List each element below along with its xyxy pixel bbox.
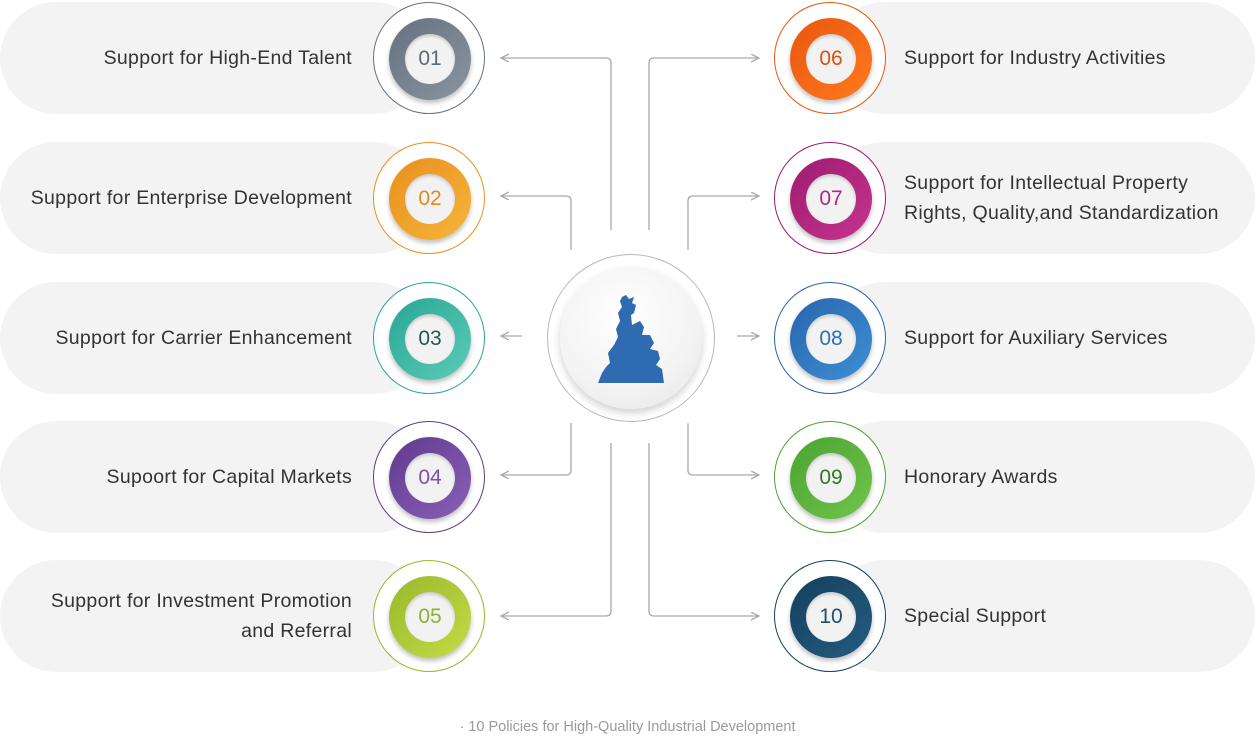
right-connector-09 [687, 423, 758, 475]
policy-label-line: Support for Investment Promotion [50, 590, 352, 612]
policy-item-09: Honorary Awards [828, 421, 1255, 533]
policy-label-line: Support for Industry Activities [904, 47, 1166, 69]
badge-number: 06 [806, 34, 856, 84]
policy-item-03: Support for Carrier Enhancement [0, 282, 430, 394]
policy-item-08: Support for Auxiliary Services [828, 282, 1255, 394]
number-badge: 06 [774, 2, 886, 114]
number-badge: 04 [373, 421, 485, 533]
policy-label: Support for Investment Promotion and Refe… [51, 586, 352, 646]
policy-item-01: Support for High-End Talent [0, 2, 430, 114]
policy-label-line: Support for Auxiliary Services [904, 327, 1168, 349]
number-badge: 08 [774, 282, 886, 394]
badge-number: 03 [405, 314, 455, 364]
policy-item-02: Support for Enterprise Development [0, 142, 430, 254]
badge-number: 01 [405, 34, 455, 84]
policy-item-10: Special Support [828, 560, 1255, 672]
policy-label-line: and Referral [241, 620, 352, 642]
badge-number: 05 [405, 592, 455, 642]
policy-label-line: Support for Enterprise Development [30, 187, 352, 209]
center-emblem [547, 254, 715, 422]
diagram-caption: · 10 Policies for High-Quality Industria… [459, 719, 796, 735]
policy-label-line: Special Support [904, 605, 1047, 627]
number-badge: 10 [774, 560, 886, 672]
badge-ring: 02 [389, 158, 471, 240]
policy-item-04: Supoort for Capital Markets [0, 421, 430, 533]
policy-label-line: Rights, Quality,and Standardization [904, 202, 1219, 224]
badge-number: 09 [806, 453, 856, 503]
left-connector-02 [502, 196, 572, 250]
policy-label-line: Support for Carrier Enhancement [55, 327, 352, 349]
policy-label: Support for High-End Talent [104, 43, 352, 73]
policy-label: Support for Enterprise Development [31, 183, 352, 213]
policy-item-06: Support for Industry Activities [828, 2, 1255, 114]
left-connector-01 [502, 58, 612, 230]
badge-number: 02 [405, 174, 455, 224]
badge-ring: 08 [790, 298, 872, 380]
badge-number: 07 [806, 174, 856, 224]
number-badge: 05 [373, 560, 485, 672]
number-badge: 03 [373, 282, 485, 394]
right-connector-06 [648, 58, 758, 230]
right-connector-10 [648, 443, 758, 616]
number-badge: 07 [774, 142, 886, 254]
number-badge: 02 [373, 142, 485, 254]
badge-ring: 07 [790, 158, 872, 240]
badge-number: 04 [405, 453, 455, 503]
policy-label: Honorary Awards [904, 462, 1058, 492]
policy-label-line: Support for Intellectual Property [904, 172, 1189, 194]
goat-statue-icon [598, 295, 664, 383]
policy-label-line: Honorary Awards [904, 466, 1058, 488]
left-connector-05 [502, 443, 612, 616]
policy-label: Supoort for Capital Markets [107, 462, 352, 492]
center-emblem-inner [560, 267, 702, 409]
number-badge: 01 [373, 2, 485, 114]
right-connector-07 [687, 196, 758, 250]
badge-ring: 05 [389, 576, 471, 658]
badge-number: 10 [806, 592, 856, 642]
policy-label: Special Support [904, 601, 1046, 631]
badge-ring: 04 [389, 437, 471, 519]
policy-label-line: Support for High-End Talent [103, 47, 352, 69]
badge-ring: 10 [790, 576, 872, 658]
badge-ring: 01 [389, 18, 471, 100]
policy-item-05: Support for Investment Promotion and Refe… [0, 560, 430, 672]
policy-label: Support for Auxiliary Services [904, 323, 1168, 353]
number-badge: 09 [774, 421, 886, 533]
badge-ring: 09 [790, 437, 872, 519]
policy-label: Support for Industry Activities [904, 43, 1166, 73]
policy-label-line: Supoort for Capital Markets [106, 466, 352, 488]
left-connector-04 [502, 423, 572, 475]
badge-ring: 06 [790, 18, 872, 100]
badge-ring: 03 [389, 298, 471, 380]
policy-label: Support for Carrier Enhancement [55, 323, 352, 353]
badge-number: 08 [806, 314, 856, 364]
